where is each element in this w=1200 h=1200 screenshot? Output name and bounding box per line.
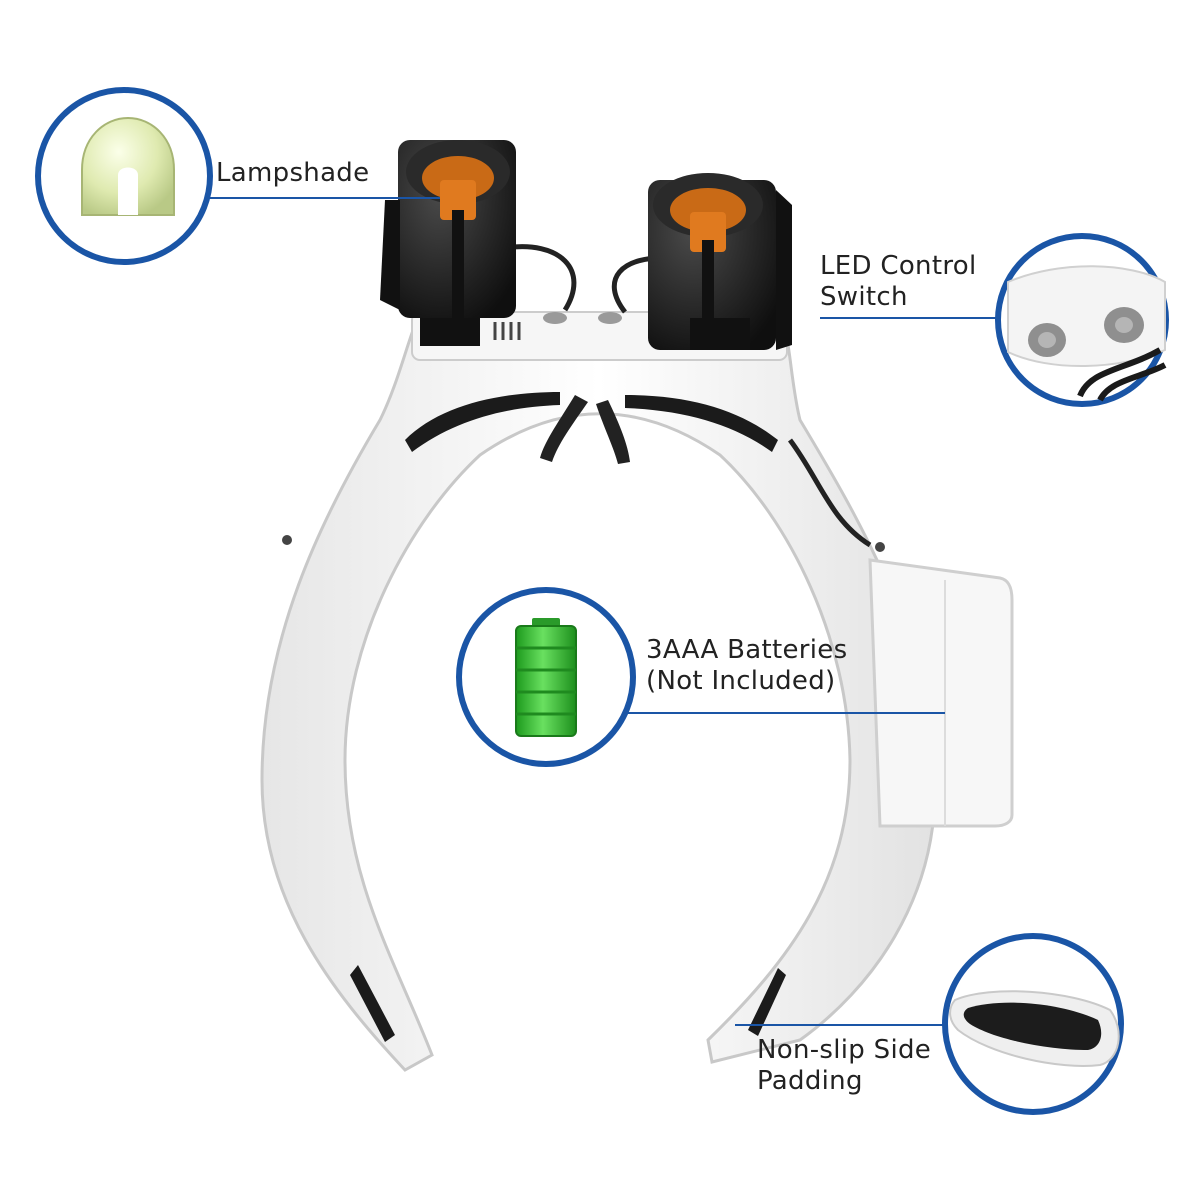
callout-batteries: 3AAA Batteries (Not Included) bbox=[646, 635, 847, 697]
padding-closeup-icon bbox=[949, 990, 1120, 1067]
lamp-right bbox=[648, 173, 792, 350]
nose-rest-right bbox=[596, 400, 630, 464]
right-side-pad bbox=[748, 968, 786, 1036]
callout-led-switch: LED Control Switch bbox=[820, 251, 976, 313]
lampshade-ring bbox=[35, 87, 213, 265]
pivot-right bbox=[875, 542, 885, 552]
callout-batteries-line1: 3AAA Batteries bbox=[646, 635, 848, 665]
comb-pad-right bbox=[625, 395, 778, 452]
switch-button-left bbox=[543, 312, 567, 324]
left-side-pad bbox=[350, 965, 395, 1042]
nose-rest-left bbox=[540, 395, 588, 462]
callout-side-padding: Non-slip Side Padding bbox=[757, 1035, 931, 1097]
lampshade-icon bbox=[81, 116, 175, 216]
callout-side-padding-line1: Non-slip Side bbox=[757, 1035, 932, 1065]
lamp-left bbox=[380, 140, 516, 346]
battery-icon bbox=[515, 618, 577, 737]
callout-led-switch-line1: LED Control bbox=[820, 251, 977, 281]
callout-batteries-line2: (Not Included) bbox=[646, 666, 836, 696]
cable-left bbox=[504, 244, 577, 312]
leader-lines bbox=[205, 197, 1000, 1026]
callout-led-switch-line2: Switch bbox=[820, 282, 908, 312]
switch-button-right bbox=[598, 312, 622, 324]
led-switch-ring bbox=[995, 233, 1169, 407]
callout-lampshade: Lampshade bbox=[216, 158, 369, 189]
battery-ring bbox=[456, 587, 636, 767]
side-padding-ring bbox=[942, 933, 1124, 1115]
pivot-left bbox=[282, 535, 292, 545]
comb-pad-left bbox=[405, 392, 560, 452]
cable-to-battery bbox=[787, 438, 872, 548]
battery-box bbox=[868, 558, 1014, 828]
callout-lampshade-label: Lampshade bbox=[216, 158, 370, 188]
switch-closeup-icon bbox=[1007, 265, 1167, 402]
callout-side-padding-line2: Padding bbox=[757, 1066, 863, 1096]
